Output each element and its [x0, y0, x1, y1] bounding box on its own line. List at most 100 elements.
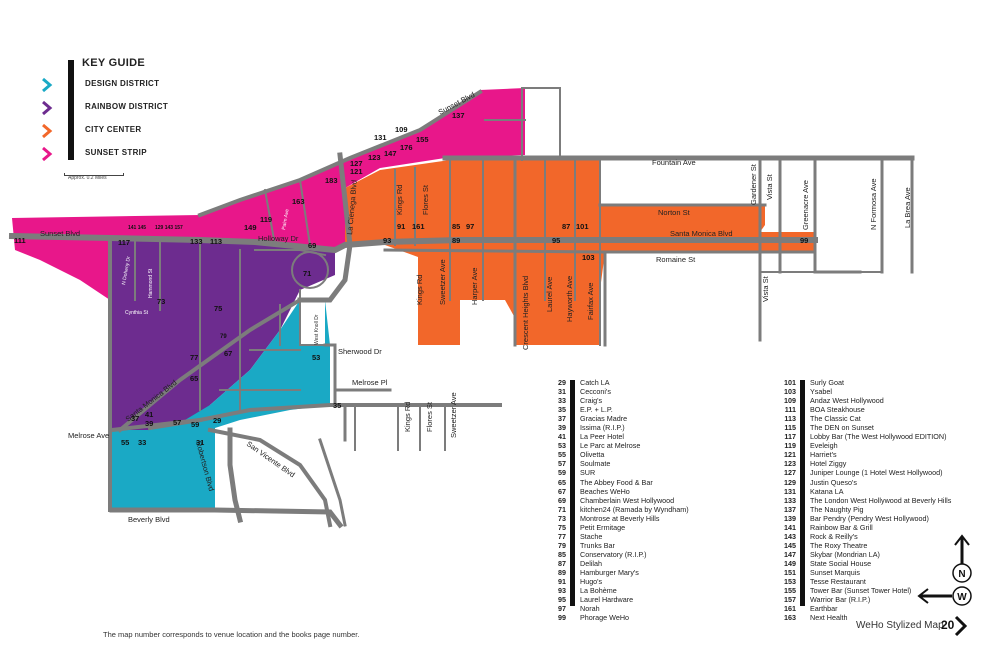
- venue-row: 141 Rainbow Bar & Grill: [770, 523, 951, 532]
- venue-number: 157: [784, 595, 796, 605]
- marker-103: 103: [582, 253, 595, 262]
- venue-name: Andaz West Hollywood: [810, 396, 884, 406]
- chevron-right-icon: [42, 100, 53, 116]
- venue-number: 127: [784, 468, 796, 478]
- venue-number: 75: [558, 522, 566, 532]
- marker-57: 57: [173, 418, 181, 427]
- marker-55: 55: [121, 438, 129, 447]
- venue-name: Rainbow Bar & Grill: [810, 522, 873, 532]
- venue-name: Stache: [580, 531, 603, 541]
- street-laurel: Laurel Ave: [545, 277, 554, 312]
- key-item-label: SUNSET STRIP: [85, 148, 147, 157]
- venue-name: E.P. + L.P.: [580, 405, 613, 415]
- marker-119: 119: [260, 215, 272, 224]
- street-cynthia: Cynthia St: [125, 310, 149, 316]
- venue-name: Chamberlain West Hollywood: [580, 495, 675, 505]
- rainbow-district: [110, 240, 335, 430]
- key-item-design: DESIGN DISTRICT: [40, 77, 210, 93]
- venue-name: Laurel Hardware: [580, 595, 634, 605]
- marker-33: 33: [138, 438, 146, 447]
- venue-number: 39: [558, 423, 566, 433]
- venue-number: 89: [558, 567, 566, 577]
- marker-31: 31: [196, 438, 204, 447]
- venue-number: 111: [784, 405, 796, 415]
- venue-name: Juniper Lounge (1 Hotel West Hollywood): [810, 468, 943, 478]
- venue-number: 77: [558, 531, 566, 541]
- page-arrow-icon: [954, 615, 968, 637]
- venue-name: Soulmate: [580, 459, 611, 469]
- key-item-sunset: SUNSET STRIP: [40, 146, 210, 162]
- venue-number: 123: [784, 459, 796, 469]
- chevron-right-icon: [42, 123, 53, 139]
- venue-number: 65: [558, 477, 566, 487]
- venue-number: 87: [558, 558, 566, 568]
- scale-label: Approx. 0.2 Miles: [68, 175, 107, 181]
- key-item-label: DESIGN DISTRICT: [85, 79, 160, 88]
- venue-name: The Classic Cat: [810, 414, 861, 424]
- venue-name: Issima (R.I.P.): [580, 423, 625, 433]
- marker-129-143-157: 129 143 157: [155, 225, 183, 231]
- marker-93: 93: [383, 236, 391, 245]
- venue-row: 39 Issima (R.I.P.): [540, 423, 689, 432]
- key-item-label: RAINBOW DISTRICT: [85, 102, 169, 111]
- page-number: 20: [941, 618, 955, 632]
- street-fountain: Fountain Ave: [652, 158, 696, 167]
- street-hayworth: Hayworth Ave: [565, 276, 574, 322]
- venue-number: 31: [558, 387, 566, 397]
- marker-37: 37: [131, 414, 139, 423]
- key-guide-bar: [68, 60, 74, 160]
- venue-name: Hugo's: [580, 577, 603, 587]
- street-formosa: N Formosa Ave: [869, 178, 878, 230]
- marker-91: 91: [397, 222, 405, 231]
- marker-41: 41: [145, 410, 153, 419]
- venue-number: 115: [784, 423, 796, 433]
- venue-name: Justin Queso's: [810, 477, 857, 487]
- venue-name: Gracias Madre: [580, 414, 628, 424]
- venue-number: 145: [784, 540, 796, 550]
- venue-number: 41: [558, 432, 566, 442]
- compass-north-label: N: [958, 569, 965, 580]
- marker-59: 59: [191, 420, 199, 429]
- street-vista: Vista St: [765, 173, 774, 200]
- venue-number: 101: [784, 378, 796, 387]
- page-title: WeHo Stylized Map: [856, 620, 944, 631]
- marker-131: 131: [374, 133, 387, 142]
- venue-number: 67: [558, 486, 566, 496]
- street-flores: Flores St: [421, 184, 430, 215]
- street-beverly: Beverly Blvd: [128, 515, 170, 524]
- venue-name: Beaches WeHo: [580, 486, 630, 496]
- venue-name: Tower Bar (Sunset Tower Hotel): [810, 586, 912, 596]
- marker-101: 101: [576, 222, 589, 231]
- venue-number: 141: [784, 522, 796, 532]
- scale-bar: [64, 173, 124, 176]
- street-kings-rd-2: Kings Rd: [415, 275, 424, 305]
- marker-127: 127: [350, 159, 363, 168]
- venue-number: 99: [558, 613, 566, 623]
- venue-name: Norah: [580, 604, 600, 614]
- marker-85: 85: [452, 222, 460, 231]
- marker-137: 137: [452, 111, 465, 120]
- venue-name: Eveleigh: [810, 441, 838, 451]
- venue-name: Warrior Bar (R.I.P.): [810, 595, 871, 605]
- marker-87: 87: [562, 222, 570, 231]
- key-item-city: CITY CENTER: [40, 123, 210, 139]
- venue-name: Phorage WeHo: [580, 613, 630, 623]
- marker-99: 99: [800, 236, 808, 245]
- venue-number: 151: [784, 567, 796, 577]
- marker-89: 89: [452, 236, 460, 245]
